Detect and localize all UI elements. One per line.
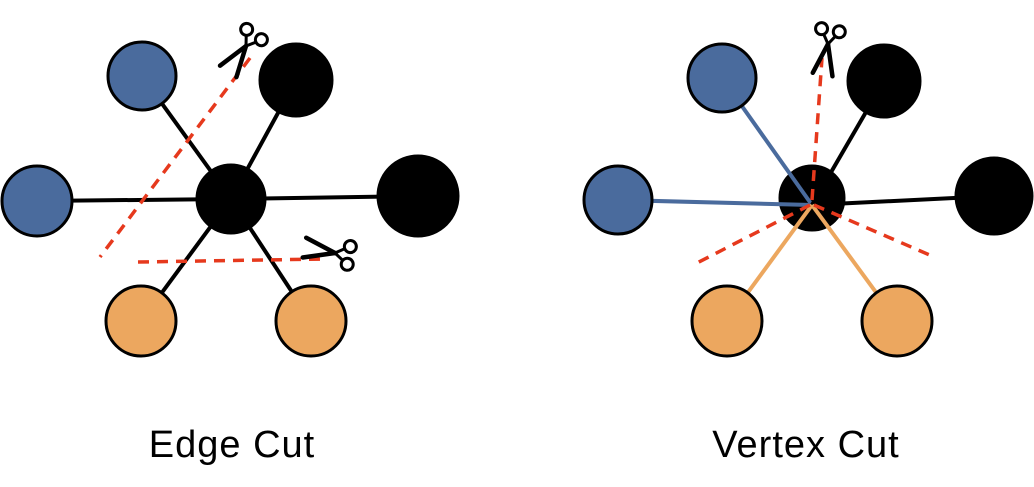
cut-line — [810, 57, 824, 201]
scissors-icon — [300, 235, 358, 272]
vertex-cut-node-bottom-left — [690, 284, 764, 358]
edge-cut-diagram — [0, 21, 460, 358]
scissors-icon — [217, 21, 269, 80]
vertex-cut-label: Vertex Cut — [712, 424, 900, 466]
edge-cut-node-top-left — [106, 40, 178, 112]
vertex-cut-node-right — [954, 156, 1034, 236]
edge-cut-label: Edge Cut — [148, 424, 316, 466]
cut-line — [696, 203, 811, 265]
edge-cut-node-bottom-right — [274, 284, 348, 358]
edge-cut-node-right — [376, 154, 460, 238]
edge-cut-node-bottom-left — [104, 284, 178, 358]
vertex-cut-node-top-right — [846, 43, 922, 119]
edge-cut-node-left — [0, 164, 74, 238]
vertex-cut-node-left — [582, 164, 654, 236]
cut-line — [98, 56, 252, 259]
cut-line — [813, 203, 933, 258]
vertex-cut-node-bottom-right — [860, 284, 934, 358]
vertex-cut-diagram — [582, 21, 1034, 358]
scissors-icon — [810, 21, 847, 79]
cut-line — [137, 257, 326, 264]
vertex-cut-node-top-left — [686, 42, 758, 114]
edge-cut-node-center — [195, 163, 267, 235]
edge-cut-node-top-right — [258, 42, 334, 118]
